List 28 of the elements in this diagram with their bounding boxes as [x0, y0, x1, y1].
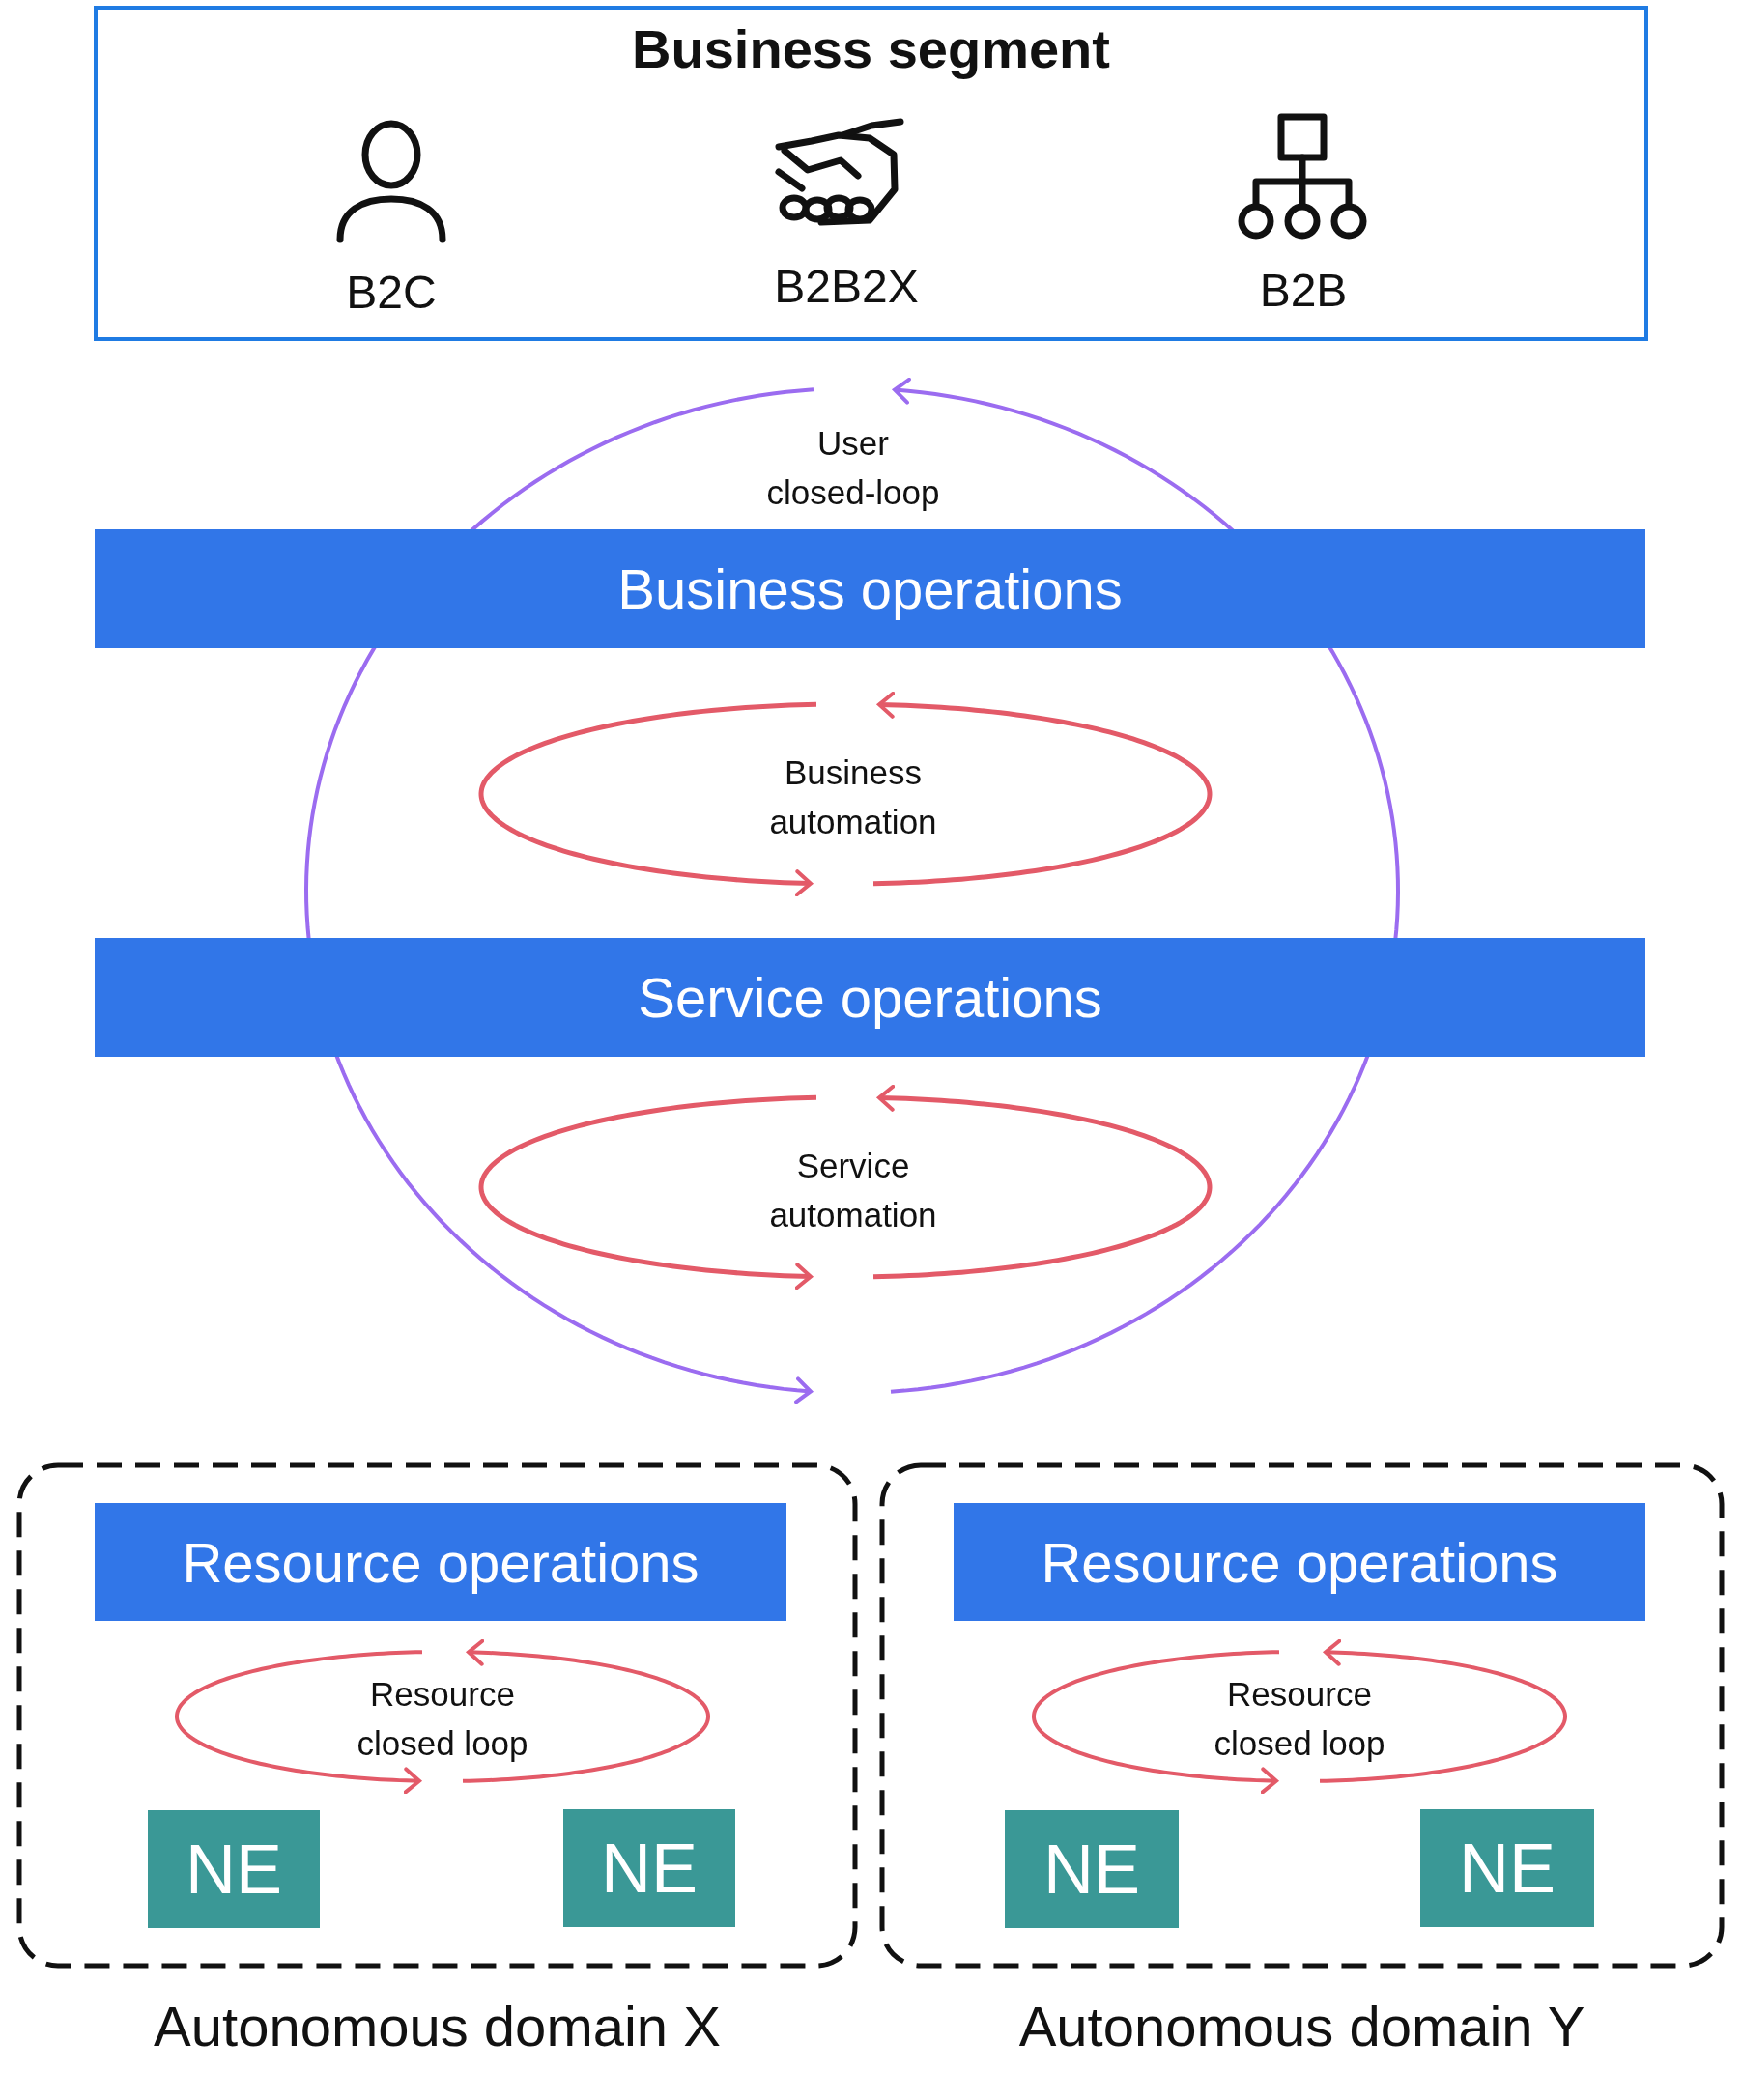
bar-label: Resource operations: [1040, 1529, 1559, 1596]
box-heading: Business segment: [631, 19, 1111, 77]
element-label: NE: [185, 1830, 283, 1910]
element-label: NE: [1042, 1830, 1141, 1910]
loop-label: Resource closed loop: [1213, 1674, 1386, 1764]
operations-bar: [95, 938, 1645, 1057]
network-element-box: [563, 1809, 735, 1927]
element-label: NE: [600, 1829, 699, 1909]
network-element-box: [148, 1810, 320, 1928]
bar-label: Resource operations: [181, 1529, 700, 1596]
network-element-box: [1005, 1810, 1179, 1928]
operations-bar: [95, 1503, 786, 1621]
segment-label: B2B: [1258, 264, 1349, 318]
element-label: NE: [1458, 1829, 1556, 1909]
segment-box: [94, 6, 1648, 341]
loop-label: Resource closed loop: [356, 1674, 529, 1764]
network-element-box: [1420, 1809, 1594, 1927]
loop-label: Service automation: [768, 1146, 938, 1235]
loop-label: User closed-loop: [765, 423, 941, 513]
bar-label: Business operations: [616, 556, 1124, 622]
segment-label: B2B2X: [773, 260, 920, 314]
domain-heading: Autonomous domain Y: [1017, 1993, 1586, 2059]
segment-label: B2C: [345, 266, 438, 320]
operations-bar: [95, 529, 1645, 648]
domain-heading: Autonomous domain X: [153, 1993, 722, 2059]
bar-label: Service operations: [637, 965, 1103, 1031]
loop-label: Business automation: [768, 752, 938, 842]
operations-bar: [954, 1503, 1645, 1621]
